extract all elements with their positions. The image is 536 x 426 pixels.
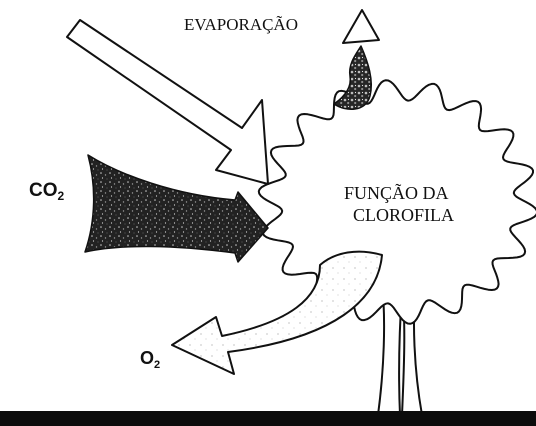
evaporation-stream: [334, 46, 371, 109]
co2-label-subscript: 2: [58, 189, 65, 203]
function-label-line1: FUNÇÃO DA: [344, 182, 449, 203]
evaporation-label: EVAPORAÇÃO: [184, 15, 298, 34]
o2-label-main: O: [140, 348, 154, 368]
o2-label: O2: [140, 348, 160, 371]
o2-label-subscript: 2: [154, 359, 160, 371]
ground-band: [0, 411, 536, 426]
co2-label-main: CO: [29, 180, 58, 201]
function-label-line2: CLOROFILA: [353, 205, 454, 225]
co2-label: CO2: [29, 180, 65, 203]
o2-arrow-icon: [172, 252, 382, 374]
sunlight-arrow-icon: [67, 20, 268, 184]
evaporation-arrow-icon: [343, 10, 379, 43]
